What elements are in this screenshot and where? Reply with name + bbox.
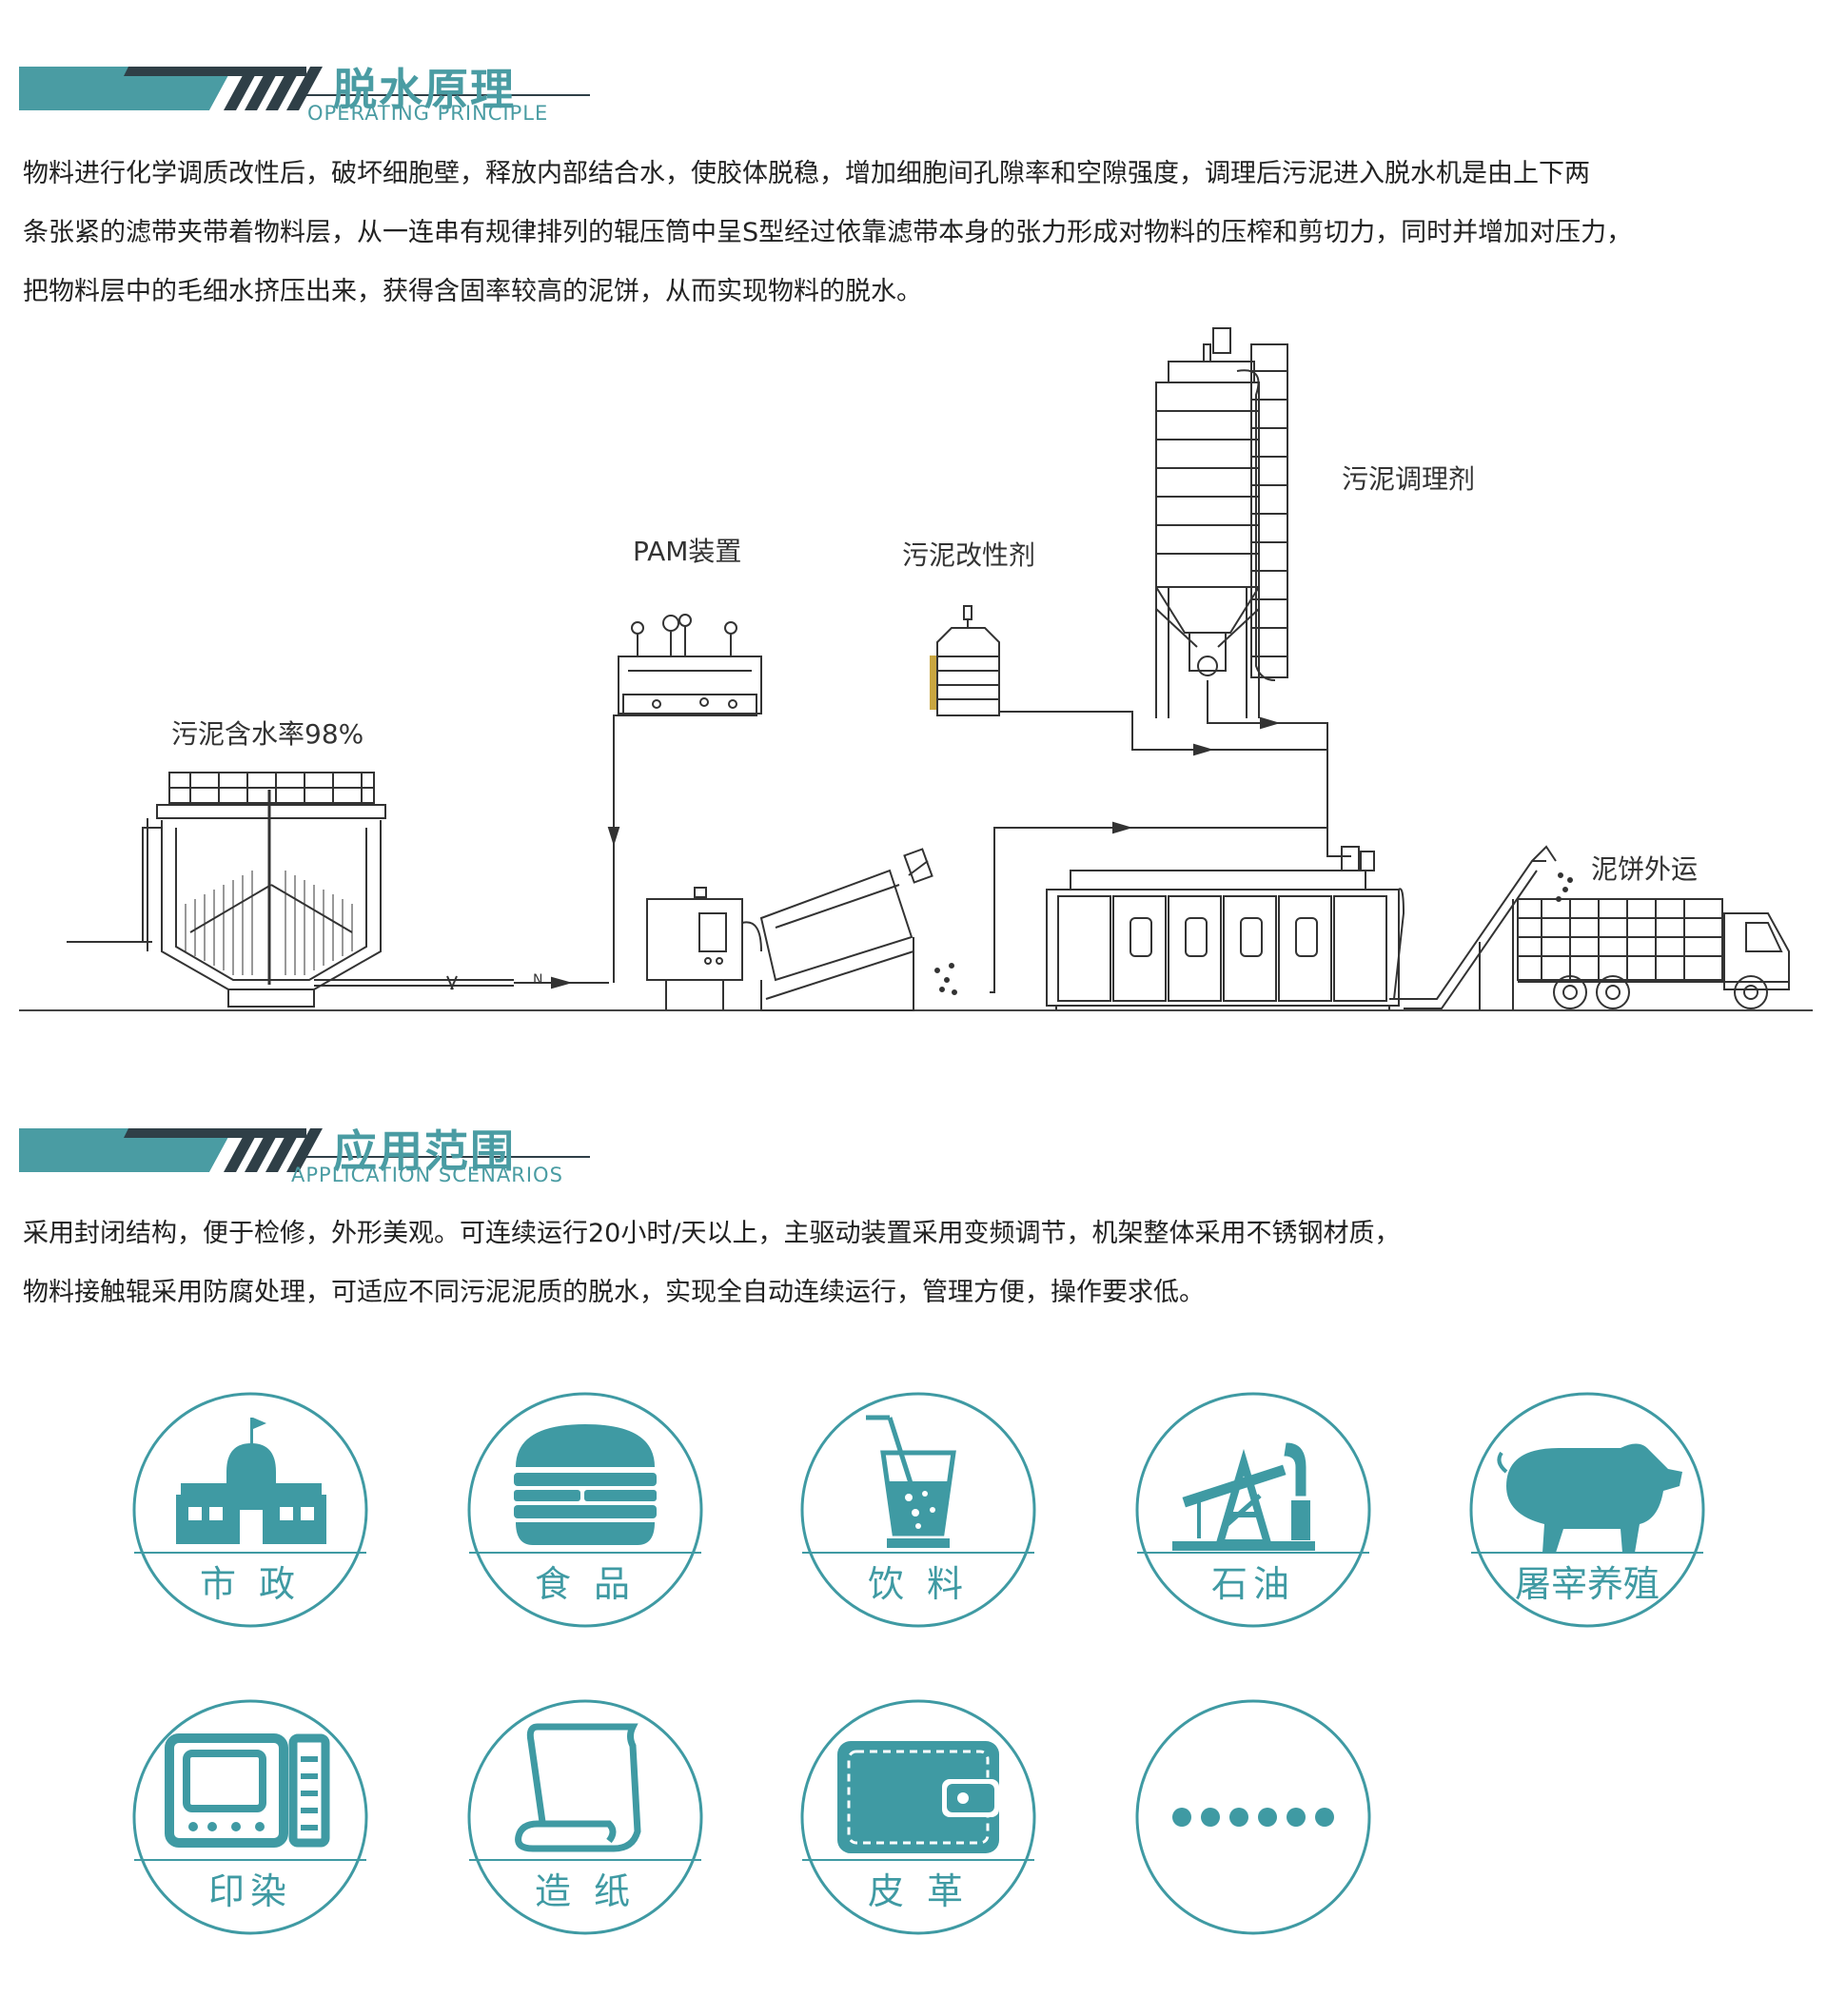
process-flow-drawing — [19, 327, 1813, 1011]
application-line-2: 物料接触辊采用防腐处理，可适应不同污泥泥质的脱水，实现全自动连续运行，管理方便，… — [23, 1278, 1205, 1307]
label-flow-marker: N — [533, 972, 543, 988]
application-paragraph: 采用封闭结构，便于检修，外形美观。可连续运行20小时/天以上，主驱动装置采用变频… — [23, 1204, 1812, 1322]
application-beverage: 饮 料 — [799, 1391, 1037, 1629]
section-header-stripes-icon — [19, 1128, 590, 1172]
application-label: 印染 — [207, 1870, 292, 1912]
paper-roll-icon — [515, 1723, 641, 1852]
section-title-principle: 脱水原理 — [333, 64, 516, 115]
sludge-tank-icon — [67, 772, 514, 1008]
application-label: 屠宰养殖 — [1514, 1563, 1660, 1605]
section-subtitle-application: APPLICATION SCENARIOS — [291, 1164, 563, 1186]
government-building-icon — [176, 1418, 326, 1544]
application-municipal: 市 政 — [131, 1391, 369, 1629]
label-pam-device: PAM装置 — [633, 536, 742, 567]
section-subtitle-principle: OPERATING PRINCIPLE — [307, 102, 549, 125]
section-header-stripes-icon — [19, 67, 590, 110]
application-label: 造 纸 — [534, 1870, 637, 1912]
application-line-1: 采用封闭结构，便于检修，外形美观。可连续运行20小时/天以上，主驱动装置采用变频… — [23, 1219, 1401, 1248]
application-slaughter-breeding: 屠宰养殖 — [1468, 1391, 1706, 1629]
modifier-tank-icon — [930, 605, 1000, 716]
screw-press-thickener-icon — [646, 848, 957, 1011]
drink-cup-icon — [866, 1415, 956, 1548]
application-papermaking: 造 纸 — [466, 1698, 704, 1936]
principle-line-1: 物料进行化学调质改性后，破坏细胞壁，释放内部结合水，使胶体脱稳，增加细胞间孔隙率… — [23, 159, 1590, 188]
section-title-application: 应用范围 — [333, 1125, 516, 1177]
application-dyeing: 印染 — [131, 1698, 369, 1936]
application-label: 市 政 — [199, 1563, 302, 1605]
cake-conveyor-icon — [1389, 845, 1573, 1010]
pig-icon — [1497, 1443, 1682, 1553]
principle-paragraph: 物料进行化学调质改性后，破坏细胞壁，释放内部结合水，使胶体脱稳，增加细胞间孔隙率… — [23, 145, 1812, 322]
burger-icon — [514, 1424, 657, 1545]
section-header-principle: 脱水原理 OPERATING PRINCIPLE — [19, 49, 590, 126]
label-sludge-water-content: 污泥含水率98% — [171, 718, 364, 750]
oil-pump-icon — [1172, 1442, 1315, 1551]
label-sludge-modifier: 污泥改性剂 — [902, 539, 1036, 571]
application-food: 食 品 — [466, 1391, 704, 1629]
application-leather: 皮 革 — [799, 1698, 1037, 1936]
application-label: 食 品 — [534, 1563, 637, 1605]
application-label: 皮 革 — [867, 1870, 970, 1912]
sludge-conditioner-silo-icon — [1155, 327, 1288, 718]
principle-line-2: 条张紧的滤带夹带着物料层，从一连串有规律排列的辊压筒中呈S型经过依靠滤带本身的张… — [23, 218, 1633, 247]
wallet-icon — [837, 1741, 999, 1853]
belt-filter-press-icon — [1046, 846, 1405, 1010]
dump-truck-icon — [1517, 898, 1790, 1009]
application-label: 饮 料 — [867, 1563, 970, 1605]
application-label: 石油 — [1210, 1563, 1295, 1605]
dyeing-machine-icon — [165, 1733, 330, 1848]
application-more — [1134, 1698, 1372, 1936]
label-sludge-conditioner: 污泥调理剂 — [1342, 463, 1476, 495]
pam-device-icon — [618, 614, 762, 716]
more-dots-icon — [1172, 1808, 1334, 1827]
section-header-application: 应用范围 APPLICATION SCENARIOS — [19, 1111, 590, 1187]
label-cake-transport: 泥饼外运 — [1591, 853, 1699, 885]
principle-line-3: 把物料层中的毛细水挤压出来，获得含固率较高的泥饼，从而实现物料的脱水。 — [23, 277, 922, 306]
process-diagram: 污泥含水率98% PAM装置 污泥改性剂 污泥调理剂 泥饼外运 N — [0, 314, 1827, 1018]
application-petroleum: 石油 — [1134, 1391, 1372, 1629]
